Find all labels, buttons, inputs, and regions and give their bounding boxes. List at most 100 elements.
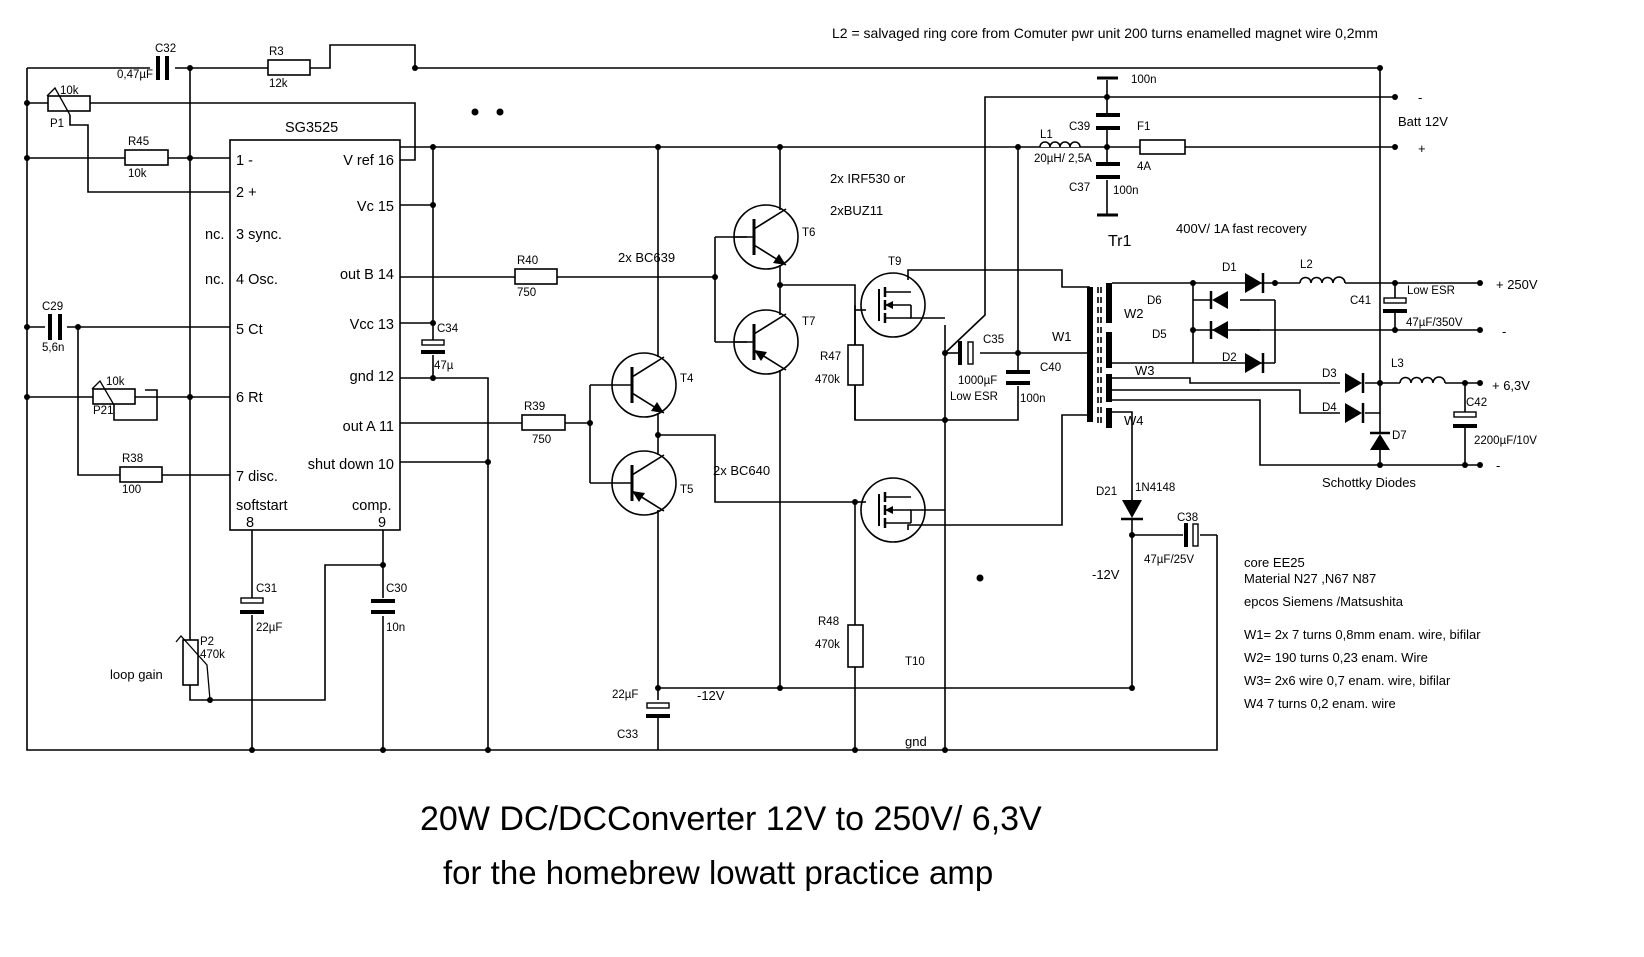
bc639-label: 2x BC639 [618, 250, 675, 265]
c29-value: 5,6n [42, 342, 64, 354]
out250-label: + 250V [1496, 277, 1538, 292]
p1-value: 10k [60, 85, 79, 97]
c41-value: 47µF/350V [1406, 317, 1463, 329]
c40-value: 100n [1020, 393, 1046, 405]
ic-softstart: softstart [236, 498, 288, 514]
d2: D2 [1222, 352, 1265, 373]
r48: R48 470k [815, 616, 864, 668]
d4-ref: D4 [1322, 402, 1337, 414]
p2-ref: P2 [200, 636, 214, 648]
r48-value: 470k [815, 639, 840, 651]
t5: T5 [610, 449, 693, 517]
c30: C30 10n [371, 583, 407, 634]
c34: C34 47µ [421, 323, 459, 372]
junction-dots [24, 65, 1483, 753]
c39: C39 [1069, 113, 1120, 133]
out63-minus: - [1496, 458, 1500, 473]
batt-label: Batt 12V [1398, 114, 1448, 129]
ic-pin-9: 9 [378, 515, 386, 531]
core-notes: core EE25 Material N27 ,N67 N87 epcos Si… [1244, 555, 1481, 711]
core-note-1: core EE25 [1244, 555, 1305, 570]
c35-note: Low ESR [950, 391, 998, 403]
r3-value: 12k [269, 78, 288, 90]
core-note-2: Material N27 ,N67 N87 [1244, 571, 1376, 586]
d4: D4 [1322, 402, 1365, 423]
c30-ref: C30 [386, 583, 407, 595]
f1-value: 4A [1137, 161, 1151, 173]
schottky-label: Schottky Diodes [1322, 475, 1416, 490]
f1: F1 4A [1137, 121, 1186, 173]
t9-ref: T9 [888, 256, 901, 268]
c29: C29 5,6n [42, 301, 64, 354]
header-note: L2 = salvaged ring core from Comuter pwr… [832, 25, 1378, 41]
c37: C37 100n [1069, 162, 1139, 197]
t10: T10 [859, 476, 927, 668]
d7: D7 [1370, 430, 1407, 450]
title-line-1: 20W DC/DCConverter 12V to 250V/ 6,3V [420, 800, 1042, 838]
t7: T7 [732, 308, 815, 376]
p1-ref: P1 [50, 118, 64, 130]
c42-ref: C42 [1466, 397, 1487, 409]
batt-plus: + [1418, 141, 1426, 156]
d5: D5 [1152, 321, 1228, 341]
c31: C31 22µF [240, 583, 282, 634]
c41-note: Low ESR [1407, 285, 1455, 297]
c39-ref: C39 [1069, 121, 1090, 133]
tr1: Tr1 W1 W2 W3 W4 [1052, 233, 1155, 428]
c31-ref: C31 [256, 583, 277, 595]
c38-value: 47µF/25V [1144, 554, 1194, 566]
p1: 10k P1 [46, 85, 91, 130]
core-note-7: W4 7 turns 0,2 enam. wire [1244, 696, 1396, 711]
l1-value: 20µH/ 2,5A [1034, 153, 1092, 165]
p2: P2 470k loop gain [110, 635, 225, 701]
d21-ref: D21 [1096, 486, 1117, 498]
w2-label: W2 [1124, 306, 1144, 321]
r40: R40 750 [514, 255, 558, 299]
irf-label-1: 2x IRF530 or [830, 171, 906, 186]
p21-ref: P21 [93, 405, 113, 417]
t6-ref: T6 [802, 227, 815, 239]
top-100n-label: 100n [1131, 74, 1157, 86]
ic-pin-1: 1 - [236, 153, 253, 169]
c33-ref: C33 [617, 729, 638, 741]
p21: 10k P21 [91, 376, 136, 417]
d3: D3 [1322, 368, 1365, 393]
r45-ref: R45 [128, 136, 149, 148]
c34-ref: C34 [437, 323, 459, 335]
l1-ref: L1 [1040, 129, 1053, 141]
l3-ref: L3 [1391, 358, 1404, 370]
ic-pin-10: shut down 10 [308, 457, 394, 473]
d6-ref: D6 [1147, 295, 1162, 307]
out63-label: + 6,3V [1492, 378, 1530, 393]
neg12-label-1: -12V [697, 688, 725, 703]
r47: R47 470k [815, 344, 864, 386]
r40-ref: R40 [517, 255, 538, 267]
r47-ref: R47 [820, 351, 841, 363]
fast-recovery-label: 400V/ 1A fast recovery [1176, 221, 1307, 236]
ic-pin-3: 3 sync. [236, 227, 282, 243]
c32-value: 0,47µF [117, 69, 153, 81]
c41-ref: C41 [1350, 295, 1371, 307]
irf-label-2: 2xBUZ11 [830, 203, 883, 218]
d3-ref: D3 [1322, 368, 1337, 380]
p2-label: loop gain [110, 667, 163, 682]
title-line-2: for the homebrew lowatt practice amp [443, 854, 993, 891]
t6: T6 [732, 203, 815, 271]
c40: C40 100n [1006, 362, 1061, 405]
ic-pin-13: Vcc 13 [350, 317, 394, 333]
neg12-label-2: -12V [1092, 567, 1120, 582]
ic-pin-11: out A 11 [343, 419, 394, 435]
r3: R3 12k [267, 46, 311, 90]
c35: C35 1000µF Low ESR [950, 334, 1004, 403]
c42: C42 2200µF/10V [1453, 397, 1537, 447]
core-note-4: W1= 2x 7 turns 0,8mm enam. wire, bifilar [1244, 627, 1481, 642]
c37-value: 100n [1113, 185, 1139, 197]
ic-pin-4: 4 Osc. [236, 272, 278, 288]
p21-value: 10k [106, 376, 125, 388]
r40-value: 750 [517, 287, 536, 299]
ic-nc-3: nc. [205, 227, 224, 243]
ic-name: SG3525 [285, 120, 338, 136]
c40-ref: C40 [1040, 362, 1061, 374]
c38-ref: C38 [1177, 512, 1198, 524]
